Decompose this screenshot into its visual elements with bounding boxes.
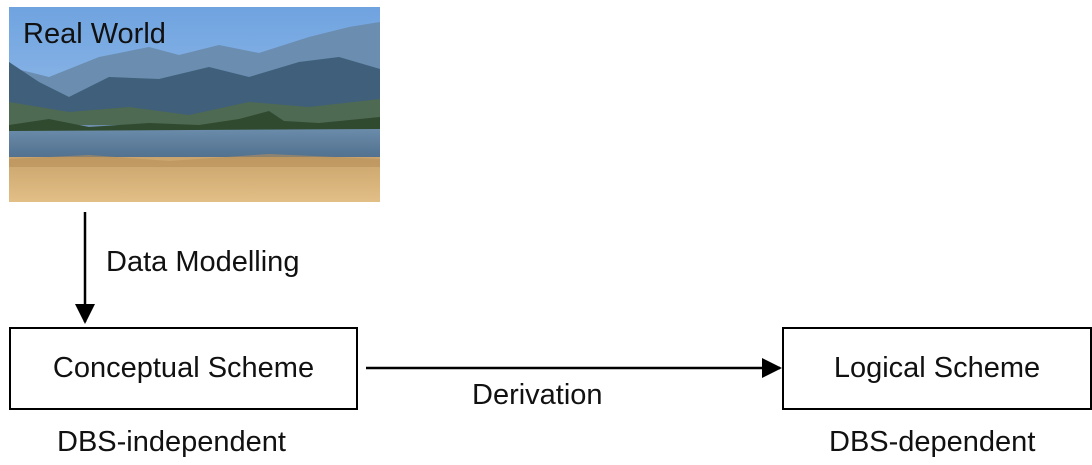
logical-scheme-title: Logical Scheme bbox=[833, 352, 1041, 384]
derivation-label: Derivation bbox=[472, 379, 603, 411]
dbs-independent-label: DBS-independent bbox=[57, 426, 286, 458]
dbs-dependent-label: DBS-dependent bbox=[829, 426, 1036, 458]
data-modelling-label: Data Modelling bbox=[106, 246, 300, 278]
logical-scheme-box: Logical Scheme bbox=[782, 327, 1092, 410]
conceptual-scheme-box: Conceptual Scheme bbox=[9, 327, 358, 410]
conceptual-scheme-title: Conceptual Scheme bbox=[52, 352, 315, 384]
real-world-photo: Real World bbox=[9, 7, 380, 202]
landscape-image bbox=[9, 7, 380, 202]
real-world-caption: Real World bbox=[23, 18, 166, 50]
